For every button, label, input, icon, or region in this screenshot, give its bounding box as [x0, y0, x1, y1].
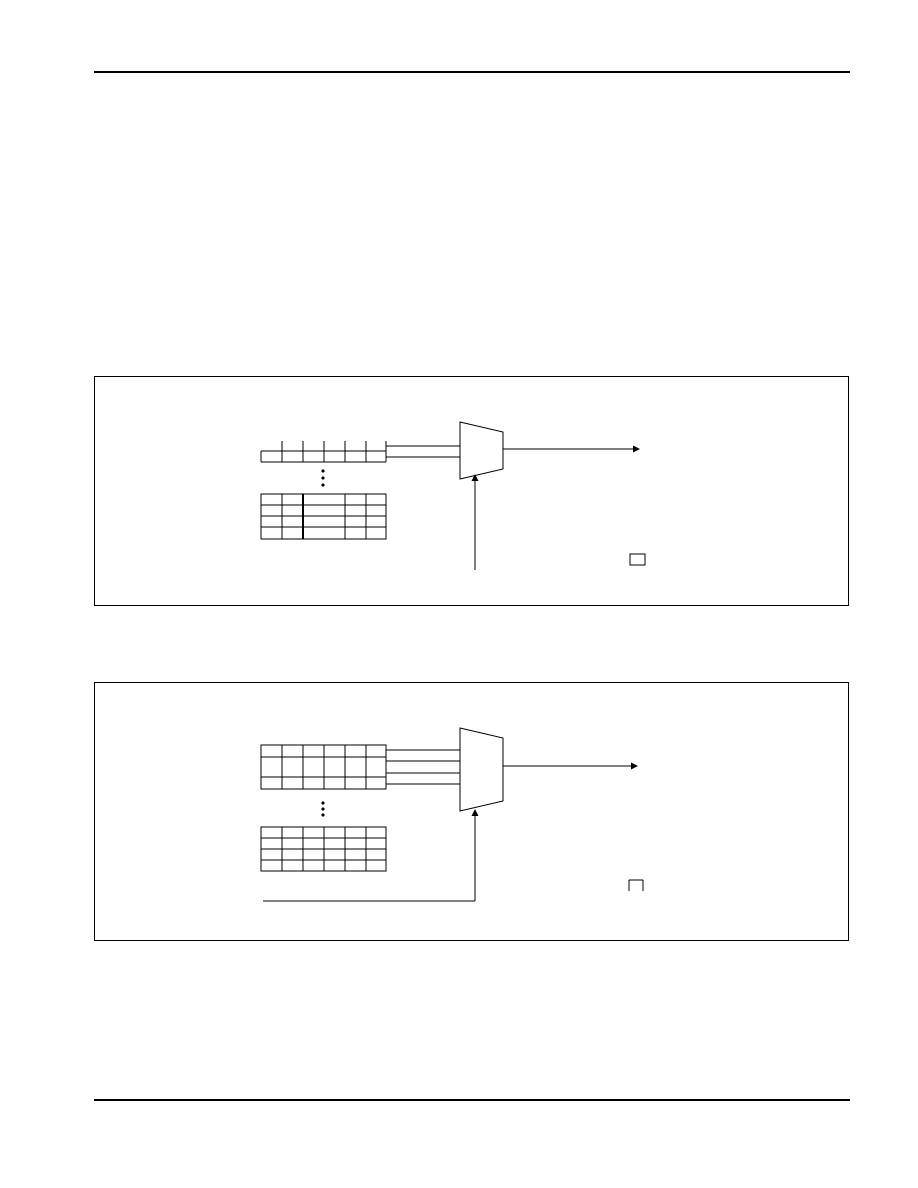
mux-input-lines [386, 749, 460, 785]
mux-input-lines [386, 445, 460, 458]
output-arrow [503, 445, 640, 453]
output-arrow [503, 762, 638, 770]
header-rule [94, 71, 850, 73]
multiplexer [459, 727, 504, 812]
multiplexer [459, 421, 504, 480]
register-table [260, 826, 387, 872]
footer-rule [94, 1099, 850, 1101]
figure-2-frame [94, 682, 849, 941]
figure-2-diagram [260, 727, 644, 902]
register-top [260, 441, 387, 463]
legend-box [629, 553, 646, 566]
legend-box [628, 879, 644, 891]
figure-1-frame [94, 376, 849, 606]
select-arrow [263, 809, 479, 902]
ellipsis-dots [321, 801, 325, 817]
select-arrow [471, 474, 479, 570]
register-table [260, 493, 387, 540]
ellipsis-dots [321, 469, 325, 487]
figure-1-diagram [260, 421, 646, 570]
register-top [260, 744, 387, 790]
